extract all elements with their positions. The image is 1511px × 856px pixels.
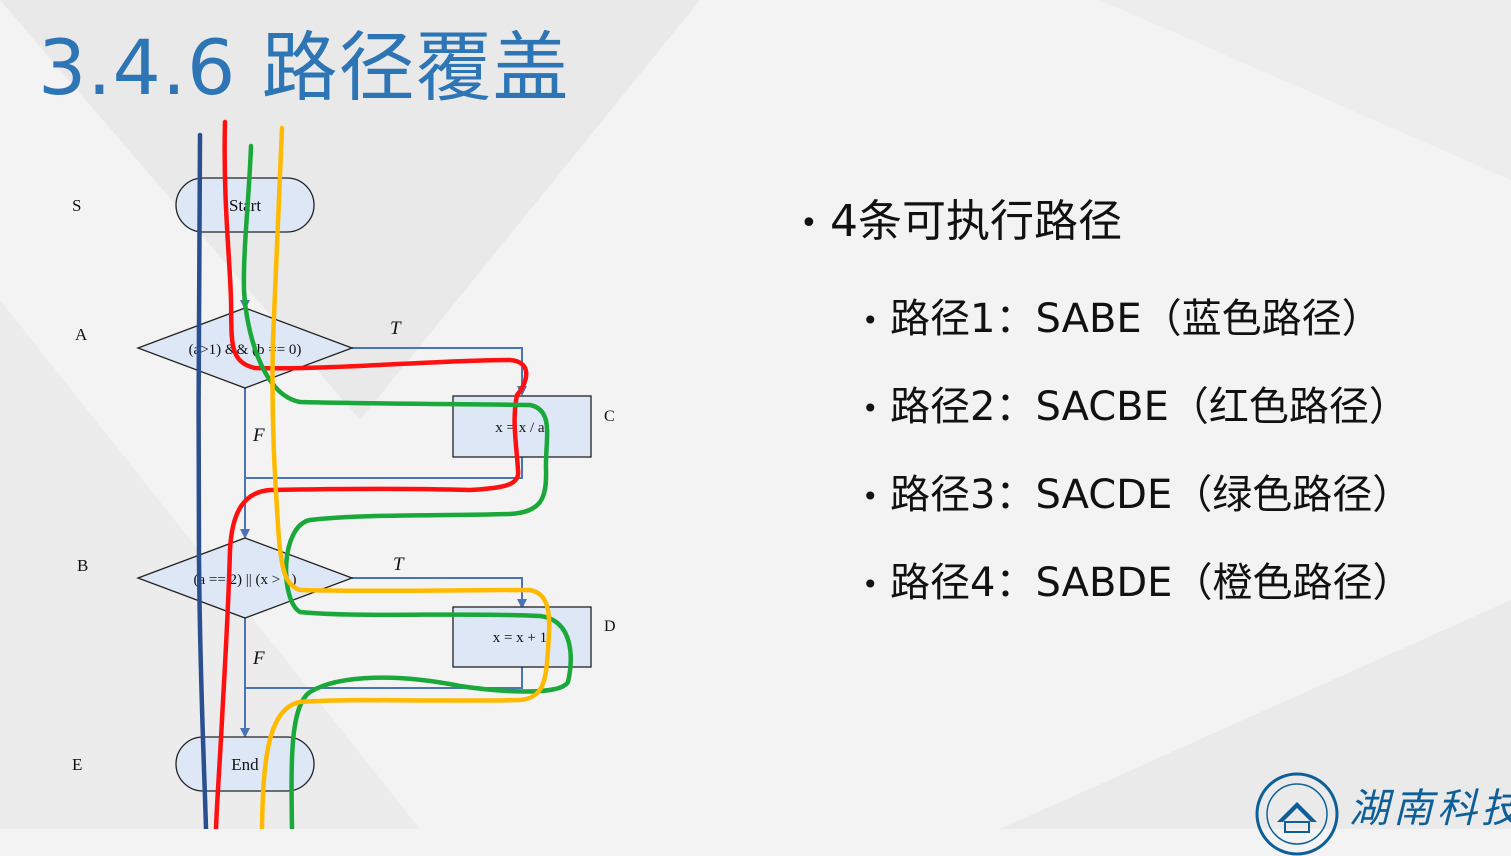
bullet-dot-icon: • (862, 392, 879, 425)
bullet-dot-icon: • (862, 480, 879, 513)
box-d-label: D (604, 618, 616, 635)
decision-a-true-label: T (390, 318, 402, 339)
decision-a-condition: (a>1) && (b == 0) (189, 342, 302, 358)
university-logo: 湖南科技 (1255, 772, 1511, 856)
row-label-b: B (77, 556, 88, 575)
row-label-s: S (72, 196, 81, 215)
row-label-e: E (72, 755, 82, 774)
path-item-1: • 路径1：SABE（蓝色路径） (862, 276, 1500, 364)
path-1-blue (196, 132, 209, 829)
slide-title: 3.4.6 路径覆盖 (38, 23, 570, 112)
decision-b-true-label: T (393, 554, 405, 575)
path-coverage-flowchart: S A B E Start (a>1) && (b == 0) T F x = … (72, 119, 616, 829)
path-item-4-text: 路径4：SABDE（橙色路径） (890, 560, 1413, 606)
path-4-orange (259, 125, 552, 829)
path-3-green (241, 143, 573, 829)
bullet-dot-icon: • (862, 304, 879, 337)
path-item-3: • 路径3：SACDE（绿色路径） (862, 452, 1500, 540)
decision-b-condition: (a == 2) || (x > 1) (193, 572, 296, 588)
row-label-a: A (75, 325, 88, 344)
path-2-red (213, 119, 529, 829)
bullet-dot-icon: • (800, 206, 818, 241)
end-node: End (175, 736, 315, 792)
bullet-heading: • 4条可执行路径 • 路径1：SABE（蓝色路径） • 路径2：SACBE（红色路径… (800, 190, 1500, 628)
path-item-2: • 路径2：SACBE（红色路径） (862, 364, 1500, 452)
decision-b-false-label: F (252, 648, 265, 669)
university-emblem-icon (1255, 772, 1339, 856)
bullet-dot-icon: • (862, 568, 879, 601)
path-item-4: • 路径4：SABDE（橙色路径） (862, 540, 1500, 628)
path-item-2-text: 路径2：SACBE（红色路径） (890, 384, 1409, 430)
university-name-text: 湖南科技 (1349, 786, 1511, 832)
decision-b: (a == 2) || (x > 1) (136, 537, 354, 619)
path-list: • 路径1：SABE（蓝色路径） • 路径2：SACBE（红色路径） • 路径3：SA… (800, 276, 1500, 628)
box-c-label: C (604, 408, 615, 425)
box-d-text: x = x + 1; (493, 630, 552, 646)
path-item-3-text: 路径3：SACDE（绿色路径） (890, 472, 1413, 518)
bullet-heading-text: 4条可执行路径 (830, 196, 1122, 247)
box-c-text: x = x / a; (495, 420, 548, 436)
path-item-1-text: 路径1：SABE（蓝色路径） (890, 296, 1382, 342)
decision-a-false-label: F (252, 425, 265, 446)
start-label: Start (229, 196, 261, 215)
decision-a: (a>1) && (b == 0) (136, 307, 354, 389)
bullet-list: • 4条可执行路径 • 路径1：SABE（蓝色路径） • 路径2：SACBE（红色路径… (800, 190, 1500, 628)
end-label: End (231, 755, 259, 774)
